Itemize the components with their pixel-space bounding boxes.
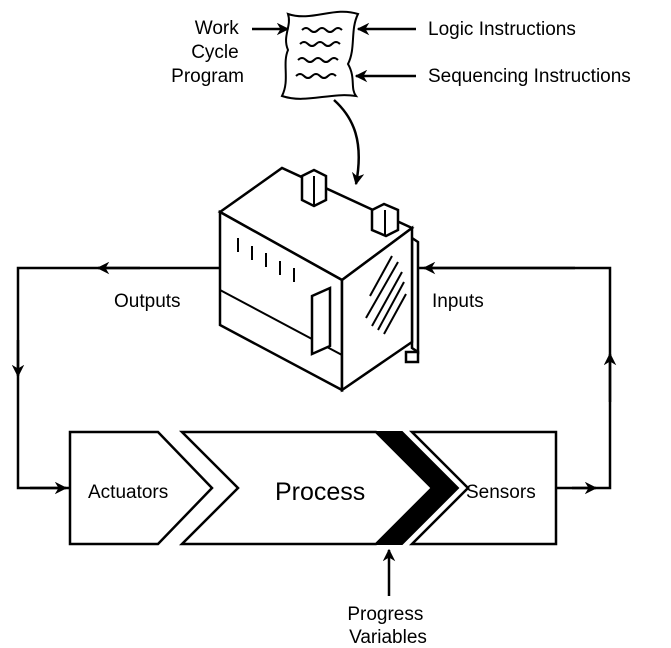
inputs-label: Inputs <box>432 291 484 312</box>
actuators-label: Actuators <box>88 482 168 503</box>
outputs-label: Outputs <box>114 291 181 312</box>
progress-label-line-1: Progress <box>347 604 423 625</box>
program-label-line-1: Work <box>195 18 239 39</box>
sensors-block <box>408 430 558 546</box>
process-band <box>373 431 460 545</box>
progress-label-line-2: Variables <box>349 627 427 648</box>
program-label-line-3: Program <box>171 66 244 87</box>
scroll-document-icon <box>280 10 360 100</box>
actuators-block <box>68 430 214 546</box>
plc-controller-icon <box>217 166 420 393</box>
sensors-label: Sensors <box>466 482 536 503</box>
progress-variables-label: Progress Variables <box>347 604 428 648</box>
program-label: Work Cycle Program <box>171 18 244 87</box>
program-to-controller-arrow <box>333 99 365 186</box>
sequencing-instructions-label: Sequencing Instructions <box>428 66 631 87</box>
program-label-line-2: Cycle <box>191 42 239 63</box>
process-label: Process <box>275 478 365 506</box>
logic-instructions-label: Logic Instructions <box>428 19 576 40</box>
